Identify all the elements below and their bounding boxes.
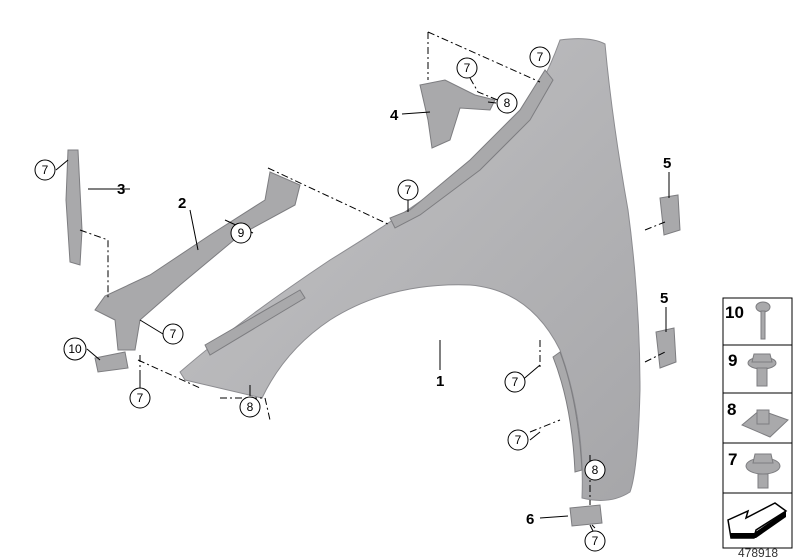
- circled-callout-7: 7: [584, 530, 606, 552]
- legend-number: 10: [725, 303, 744, 322]
- circled-callout-7: 7: [397, 179, 419, 201]
- legend-number: 8: [727, 400, 736, 419]
- hex-bolt-washer-icon: [747, 353, 777, 387]
- circled-callout-10: 10: [63, 337, 87, 361]
- svg-text:7: 7: [592, 534, 599, 548]
- fender-lower-flange: [204, 289, 306, 356]
- part-10-bracket: [94, 351, 129, 373]
- part-4-bracket: [419, 79, 496, 149]
- dashline: [427, 31, 541, 83]
- dashline: [79, 229, 109, 300]
- callout-5: 5: [660, 290, 668, 307]
- svg-text:9: 9: [238, 226, 245, 240]
- circled-callout-9: 9: [230, 222, 252, 244]
- part-5-lower: [655, 327, 677, 369]
- callout-4: 4: [390, 107, 399, 124]
- part-3-bracket: [65, 149, 83, 266]
- svg-text:8: 8: [592, 463, 599, 477]
- dashline: [529, 221, 666, 536]
- svg-text:7: 7: [512, 375, 519, 389]
- circled-callout-7: 7: [529, 46, 551, 68]
- circled-callout-7: 7: [129, 387, 151, 409]
- svg-text:10: 10: [68, 342, 82, 356]
- diagram-number: 478918: [737, 546, 779, 560]
- circled-callout-8: 8: [496, 92, 518, 114]
- legend-number: 9: [728, 351, 737, 370]
- clip-nut-icon: [741, 409, 789, 438]
- front-fender: [179, 38, 641, 501]
- dashline: [469, 77, 506, 104]
- svg-text:7: 7: [464, 61, 471, 75]
- callout-3: 3: [117, 181, 125, 198]
- circled-callout-7: 7: [34, 159, 56, 181]
- circled-callout-7: 7: [162, 323, 184, 345]
- circled-callout-8: 8: [239, 396, 261, 418]
- svg-text:8: 8: [504, 96, 511, 110]
- circled-callout-7: 7: [507, 429, 529, 451]
- part-5-upper: [659, 194, 681, 236]
- svg-text:7: 7: [137, 391, 144, 405]
- hex-bolt-flange-icon: [745, 453, 781, 489]
- wheel-arch-edge: [552, 351, 583, 473]
- svg-text:7: 7: [170, 327, 177, 341]
- circled-callout-7: 7: [504, 371, 526, 393]
- svg-text:7: 7: [405, 183, 412, 197]
- fender-flange: [389, 69, 554, 229]
- svg-text:7: 7: [515, 433, 522, 447]
- svg-text:8: 8: [247, 400, 254, 414]
- part-2-support: [94, 171, 301, 351]
- direction-arrow-icon: [727, 502, 788, 539]
- circled-callout-7: 7: [456, 57, 478, 79]
- callout-2: 2: [178, 195, 186, 212]
- callout-1: 1: [436, 373, 444, 390]
- callout-5: 5: [663, 155, 671, 172]
- circled-callout-8: 8: [584, 459, 606, 481]
- torx-bolt-icon: [755, 301, 771, 340]
- svg-text:7: 7: [42, 163, 49, 177]
- fastener-legend: 10 9 8 7: [722, 297, 793, 549]
- svg-text:7: 7: [537, 50, 544, 64]
- part-6-clip: [569, 504, 603, 527]
- legend-number: 7: [728, 450, 737, 469]
- callout-6: 6: [526, 511, 534, 528]
